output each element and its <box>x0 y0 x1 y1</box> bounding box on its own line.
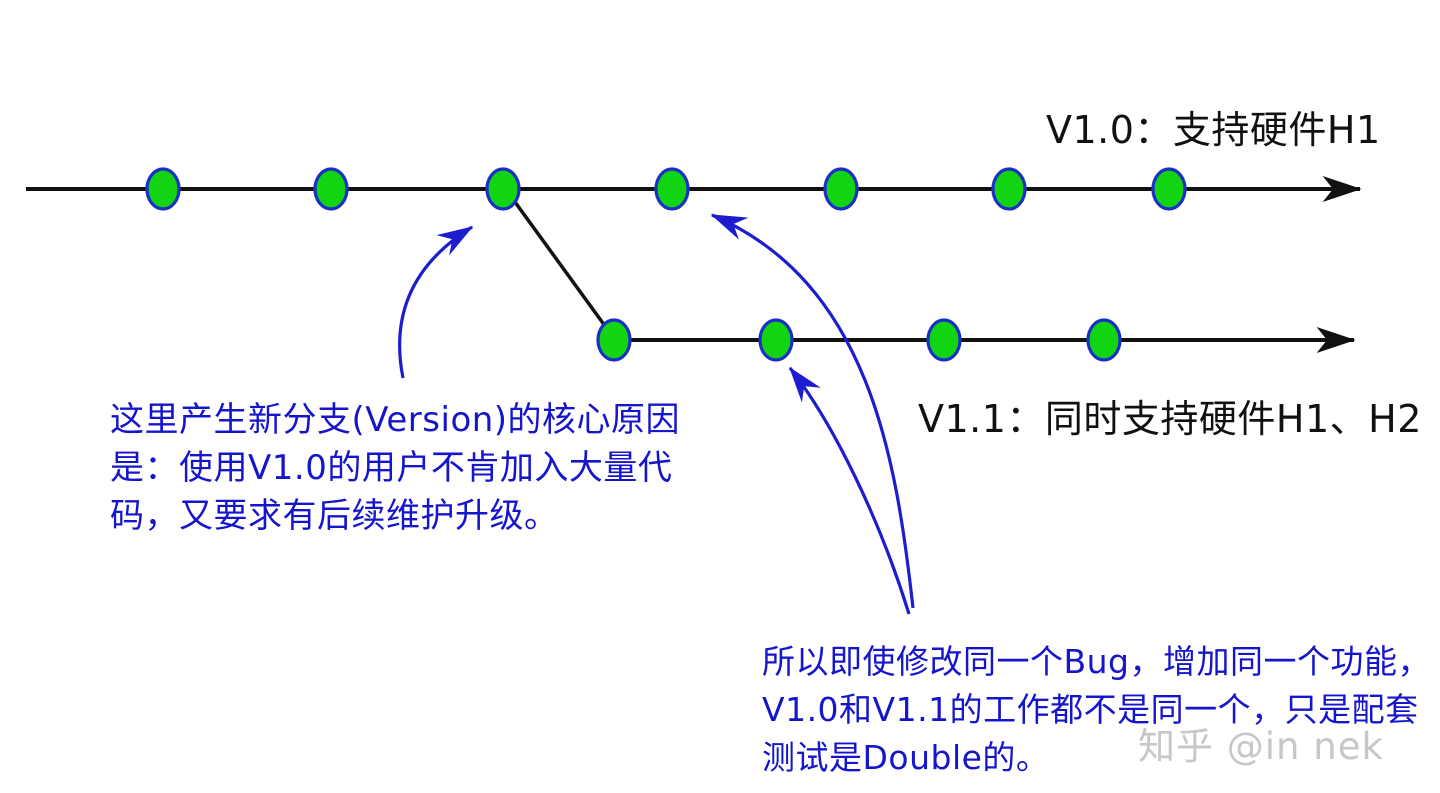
commit-dot-v1.0 <box>313 167 349 211</box>
branch-reason-note-line1: 这里产生新分支(Version)的核心原因 <box>110 400 681 440</box>
commit-dot-v1.1 <box>596 318 632 362</box>
v11-label: V1.1：同时支持硬件H1、H2 <box>918 397 1422 441</box>
branch-reason-note-line2: 是：使用V1.0的用户不肯加入大量代 <box>110 448 673 488</box>
commit-dot-v1.0 <box>654 167 690 211</box>
commit-dot-v1.0 <box>823 167 859 211</box>
annotation-arrow-to-v10-next-commit <box>710 213 915 609</box>
branch-reason-note-line3: 码，又要求有后续维护升级。 <box>110 496 559 536</box>
annotation-arrow-to-v11-second-commit <box>788 366 911 615</box>
commit-dot-v1.1 <box>758 318 794 362</box>
double-test-note: 所以即使修改同一个Bug，增加同一个功能， V1.0和V1.1的工作都不是同一个… <box>762 638 1431 782</box>
branch-reason-note: 这里产生新分支(Version)的核心原因 是：使用V1.0的用户不肯加入大量代… <box>110 396 680 540</box>
commit-dot-v1.1 <box>1086 318 1122 362</box>
double-test-note-line2: V1.0和V1.1的工作都不是同一个，只是配套 <box>762 690 1419 729</box>
annotation-arrow-to-branch-point-commit <box>398 225 474 379</box>
commit-dot-v1.1 <box>926 318 962 362</box>
double-test-note-line3: 测试是Double的。 <box>762 738 1050 777</box>
branch-connector-line <box>505 189 615 339</box>
v10-label: V1.0：支持硬件H1 <box>1046 108 1381 152</box>
commit-dot-v1.0 <box>991 167 1027 211</box>
double-test-note-line1: 所以即使修改同一个Bug，增加同一个功能， <box>762 642 1432 681</box>
watermark: 知乎 @in nek <box>1138 725 1384 768</box>
commit-dot-v1.0 <box>485 167 521 211</box>
commit-dot-v1.0 <box>1151 167 1187 211</box>
commit-dot-v1.0 <box>145 167 181 211</box>
